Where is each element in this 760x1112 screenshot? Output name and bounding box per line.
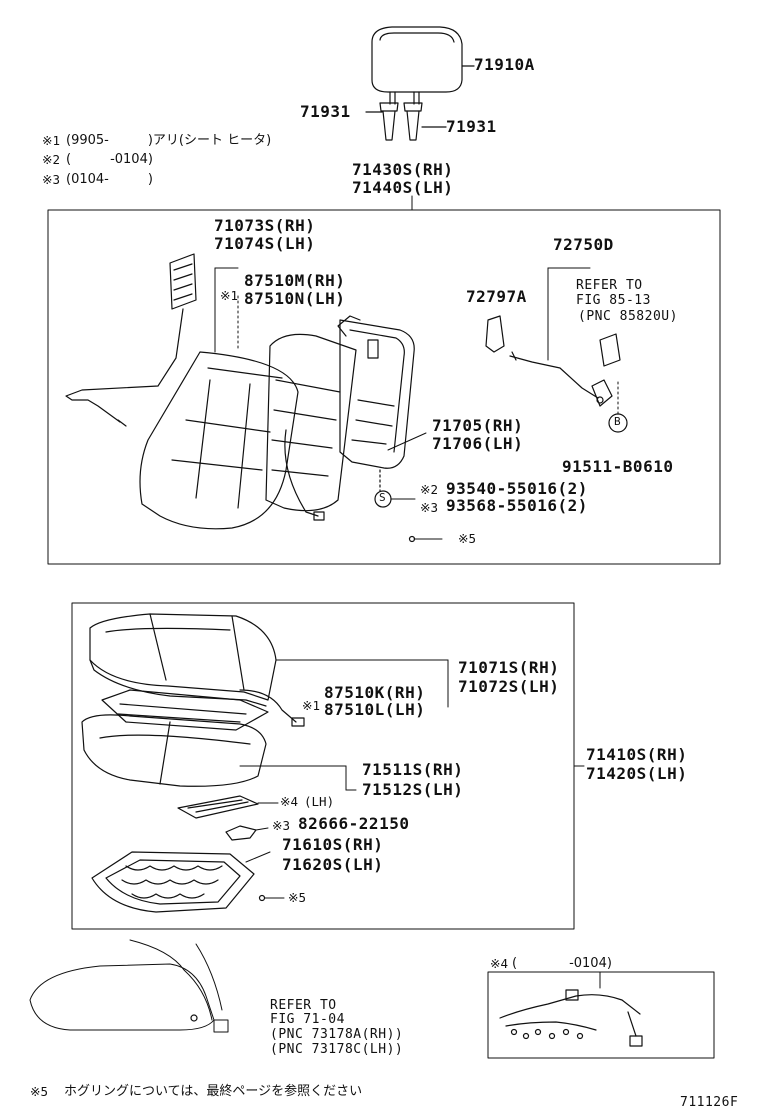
part-71706-lh[interactable]: 71706(LH) <box>432 434 524 453</box>
back-heater-note-mark: ※1 <box>220 288 238 303</box>
part-72797A[interactable]: 72797A <box>466 287 527 306</box>
part-87510L-lh[interactable]: 87510L(LH) <box>324 700 426 719</box>
hog-ring-back <box>410 537 443 542</box>
part-71610S-rh[interactable]: 71610S(RH) <box>282 835 384 854</box>
wire-harness-note-mark: ※4 <box>490 956 508 971</box>
screw-2-mark: ※2 <box>420 482 438 497</box>
hog-ring-cushion-mark: ※5 <box>288 890 306 905</box>
note-1-text: (9905- )アリ(シート ヒータ) <box>66 133 272 148</box>
seat-outline-drawing <box>30 940 228 1032</box>
part-71620S-lh[interactable]: 71620S(LH) <box>282 855 384 874</box>
b-marker: B <box>614 415 622 428</box>
part-71420S-lh[interactable]: 71420S(LH) <box>586 764 688 783</box>
part-93540-55016[interactable]: 93540-55016(2) <box>446 479 588 498</box>
clip-drawing <box>226 826 268 840</box>
cushion-pad-drawing <box>82 715 356 790</box>
back-right-parts <box>486 250 627 432</box>
s-marker: S <box>379 491 387 504</box>
part-71705-rh[interactable]: 71705(RH) <box>432 416 524 435</box>
cushion-cover-drawing <box>90 614 448 707</box>
clip-note-mark: ※3 <box>272 818 290 833</box>
refer-fig-71-04-line3[interactable]: (PNC 73178A(RH)) <box>270 1027 404 1042</box>
headrest-pad <box>372 27 462 92</box>
screw-3-mark: ※3 <box>420 500 438 515</box>
part-71931-left[interactable]: 71931 <box>300 102 351 121</box>
headrest-drawing <box>372 27 474 104</box>
footer-note-text: ホグリングについては、最終ページを参照ください <box>64 1084 363 1099</box>
part-71073S-rh[interactable]: 71073S(RH) <box>214 216 316 235</box>
refer-fig-71-04-line1[interactable]: REFER TO <box>270 998 337 1013</box>
part-72750D[interactable]: 72750D <box>553 235 614 254</box>
heater-pad-drawing <box>178 796 278 818</box>
part-71910A[interactable]: 71910A <box>474 55 535 74</box>
hog-ring-back-mark: ※5 <box>458 531 476 546</box>
seat-back-box <box>48 210 720 564</box>
cushion-heater-note-mark: ※1 <box>302 698 320 713</box>
part-71074S-lh[interactable]: 71074S(LH) <box>214 234 316 253</box>
refer-fig-85-13-line3[interactable]: (PNC 85820U) <box>578 309 678 324</box>
wire-harness-box <box>488 972 714 1058</box>
refer-fig-85-13-line1[interactable]: REFER TO <box>576 278 643 293</box>
wire-harness-note-text: ( -0104) <box>512 956 612 971</box>
cushion-heater-drawing <box>102 690 304 730</box>
part-87510N-lh[interactable]: 87510N(LH) <box>244 289 346 308</box>
footer-note-mark: ※5 <box>30 1084 48 1099</box>
wire-harness-drawing <box>500 972 642 1046</box>
note-3-text: (0104- ) <box>66 172 153 187</box>
back-frame-drawing <box>338 316 426 468</box>
part-71511S-rh[interactable]: 71511S(RH) <box>362 760 464 779</box>
cushion-spring-drawing <box>92 852 270 912</box>
headrest-support-drawing <box>366 103 446 140</box>
part-82666-22150[interactable]: 82666-22150 <box>298 814 410 833</box>
figure-id: 711126F <box>680 1095 739 1110</box>
part-71512S-lh[interactable]: 71512S(LH) <box>362 780 464 799</box>
part-71072S-lh[interactable]: 71072S(LH) <box>458 677 560 696</box>
screw-leader <box>375 470 415 507</box>
refer-fig-71-04-line4[interactable]: (PNC 73178C(LH)) <box>270 1042 404 1057</box>
part-71410S-rh[interactable]: 71410S(RH) <box>586 745 688 764</box>
note-2-text: ( -0104) <box>66 152 153 167</box>
part-87510M-rh[interactable]: 87510M(RH) <box>244 271 346 290</box>
note-3-mark: ※3 <box>42 172 60 187</box>
hog-ring-cushion <box>260 896 285 901</box>
refer-fig-85-13-line2[interactable]: FIG 85-13 <box>576 293 651 308</box>
part-87510K-rh[interactable]: 87510K(RH) <box>324 683 426 702</box>
part-71440S-lh[interactable]: 71440S(LH) <box>352 178 454 197</box>
back-heater-drawing <box>66 254 196 426</box>
heater-pad-note-mark: ※4 <box>280 794 298 809</box>
part-71931-right[interactable]: 71931 <box>446 117 497 136</box>
note-1-mark: ※1 <box>42 133 60 148</box>
refer-fig-71-04-line2[interactable]: FIG 71-04 <box>270 1012 345 1027</box>
note-2-mark: ※2 <box>42 152 60 167</box>
part-91511-B0610[interactable]: 91511-B0610 <box>562 457 674 476</box>
part-71430S-rh[interactable]: 71430S(RH) <box>352 160 454 179</box>
part-71071S-rh[interactable]: 71071S(RH) <box>458 658 560 677</box>
back-pad-drawing <box>238 296 356 520</box>
part-93568-55016[interactable]: 93568-55016(2) <box>446 496 588 515</box>
heater-pad-note-text: (LH) <box>304 794 335 809</box>
